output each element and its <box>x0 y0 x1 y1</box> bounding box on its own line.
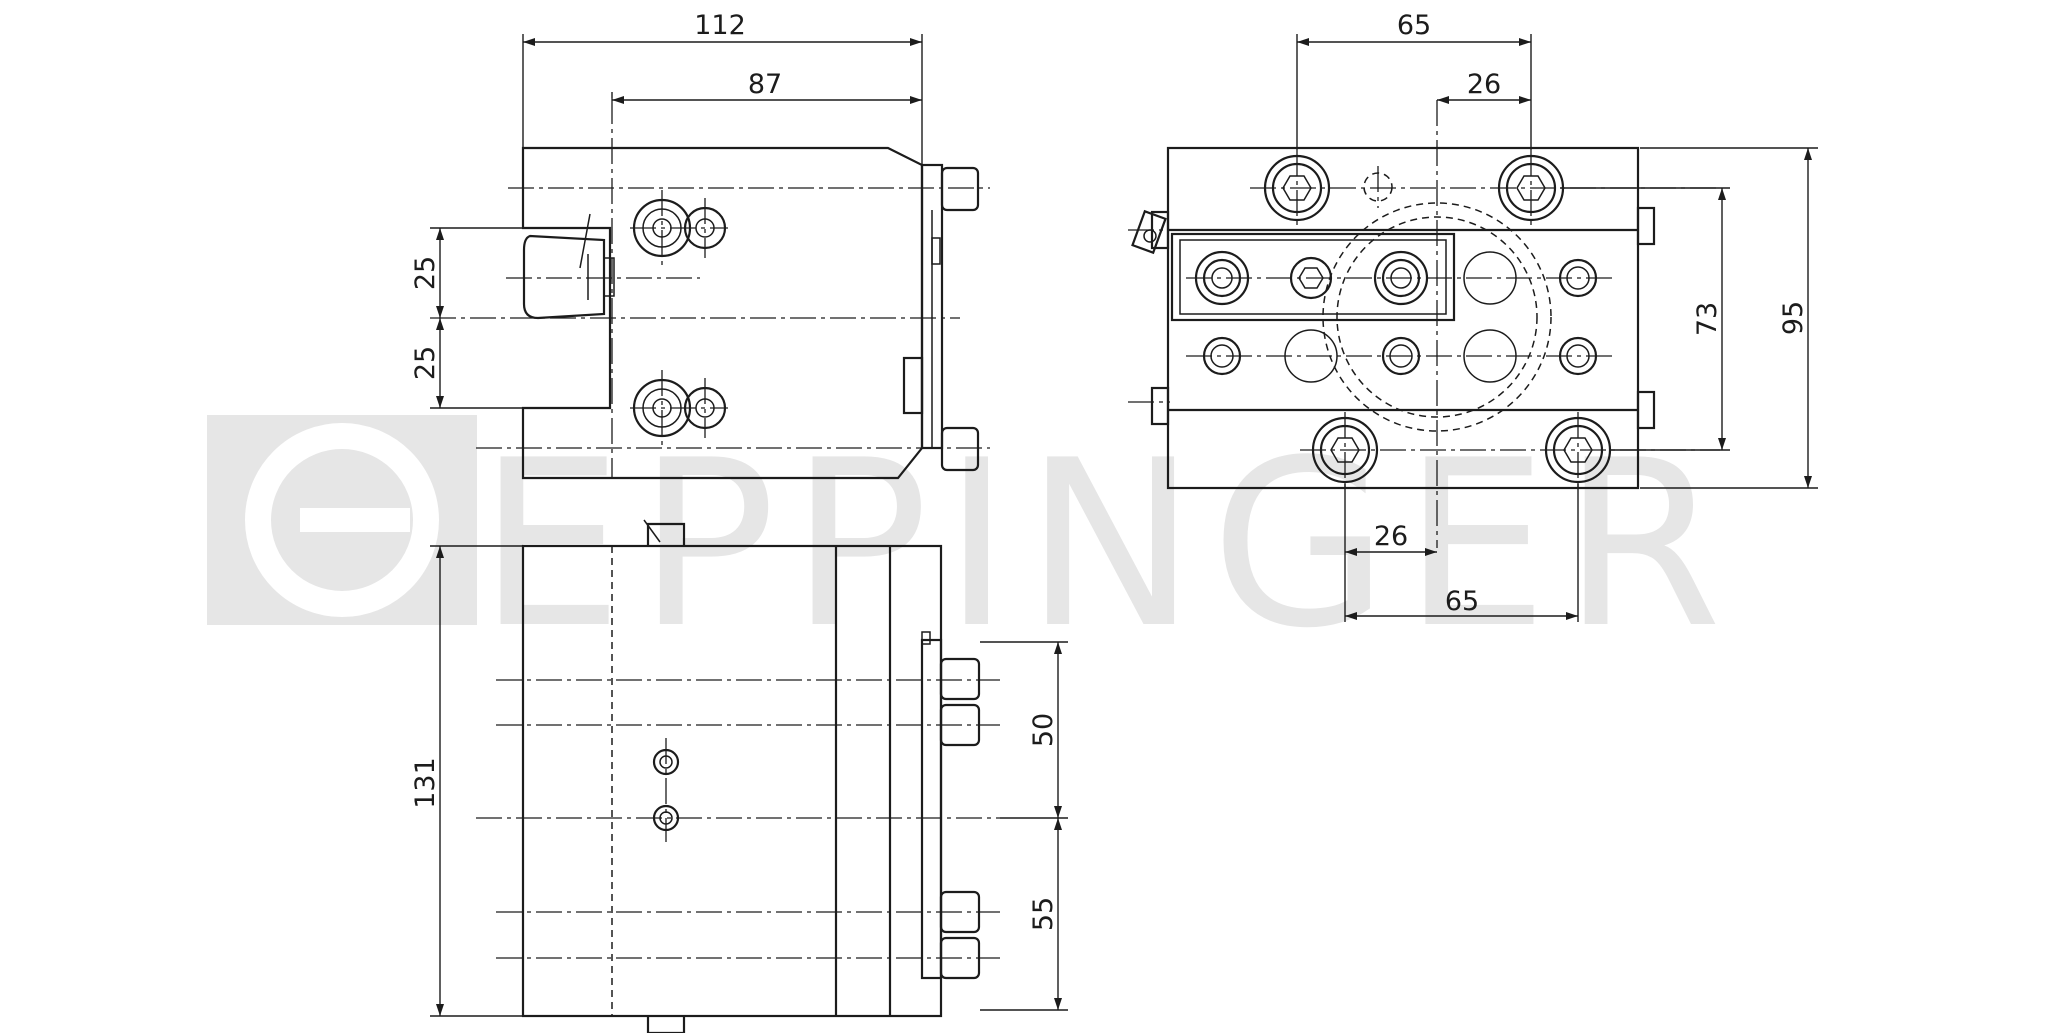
side-view-adjust-screw <box>1131 209 1167 255</box>
front-view-clamp-wedge <box>522 234 606 320</box>
bottom-view-pin-1 <box>939 657 981 701</box>
side-view-hidden-bore-outer <box>1322 202 1552 432</box>
bottom-view-flange <box>920 638 943 980</box>
front-view-clamp-tab <box>603 257 615 297</box>
dim-label-87: 87 <box>748 69 782 100</box>
dim-label-50: 50 <box>1028 713 1059 747</box>
front-view-body-outline <box>521 146 924 480</box>
side-view-nub-right-top <box>1636 206 1656 246</box>
dim-label-131: 131 <box>410 757 441 809</box>
watermark-logo-bar <box>300 508 410 532</box>
side-view-body <box>1166 146 1640 490</box>
front-view: 112 87 25 25 <box>410 10 990 480</box>
side-view-hidden-bore-inner <box>1336 216 1538 418</box>
side-view-nub-left-bottom <box>1150 386 1170 426</box>
dim-label-73: 73 <box>1692 302 1723 336</box>
watermark-logo-ring <box>245 423 439 617</box>
front-view-flange-tab <box>902 356 924 415</box>
dim-label-26-top: 26 <box>1467 69 1501 100</box>
dim-label-65-bottom: 65 <box>1445 586 1479 617</box>
dim-label-25-upper: 25 <box>410 256 441 290</box>
bottom-view-flange-tab <box>921 631 931 645</box>
bottom-view-stub-bottom <box>646 1016 686 1033</box>
dim-label-65-top: 65 <box>1397 10 1431 41</box>
dim-label-25-lower: 25 <box>410 346 441 380</box>
bottom-view: 131 50 55 <box>410 519 1068 1033</box>
bottom-view-stub-mark <box>643 519 661 543</box>
front-view-pin-bottom <box>940 426 980 472</box>
side-view-nub-right-bottom <box>1636 390 1656 430</box>
side-view-clamp-bar-inner <box>1179 239 1447 315</box>
dim-label-26-bottom: 26 <box>1374 521 1408 552</box>
dim-label-55: 55 <box>1028 897 1059 931</box>
dim-label-112: 112 <box>694 10 746 41</box>
side-view-clamp-bar <box>1170 232 1456 322</box>
front-view-clamp-mark <box>579 213 591 269</box>
front-view-pin-top <box>940 166 980 212</box>
front-view-flange-slot <box>931 237 941 265</box>
bottom-view-stub-top <box>646 522 686 546</box>
side-view: 65 26 73 95 26 65 <box>1128 10 1818 622</box>
dim-label-95: 95 <box>1778 301 1809 335</box>
